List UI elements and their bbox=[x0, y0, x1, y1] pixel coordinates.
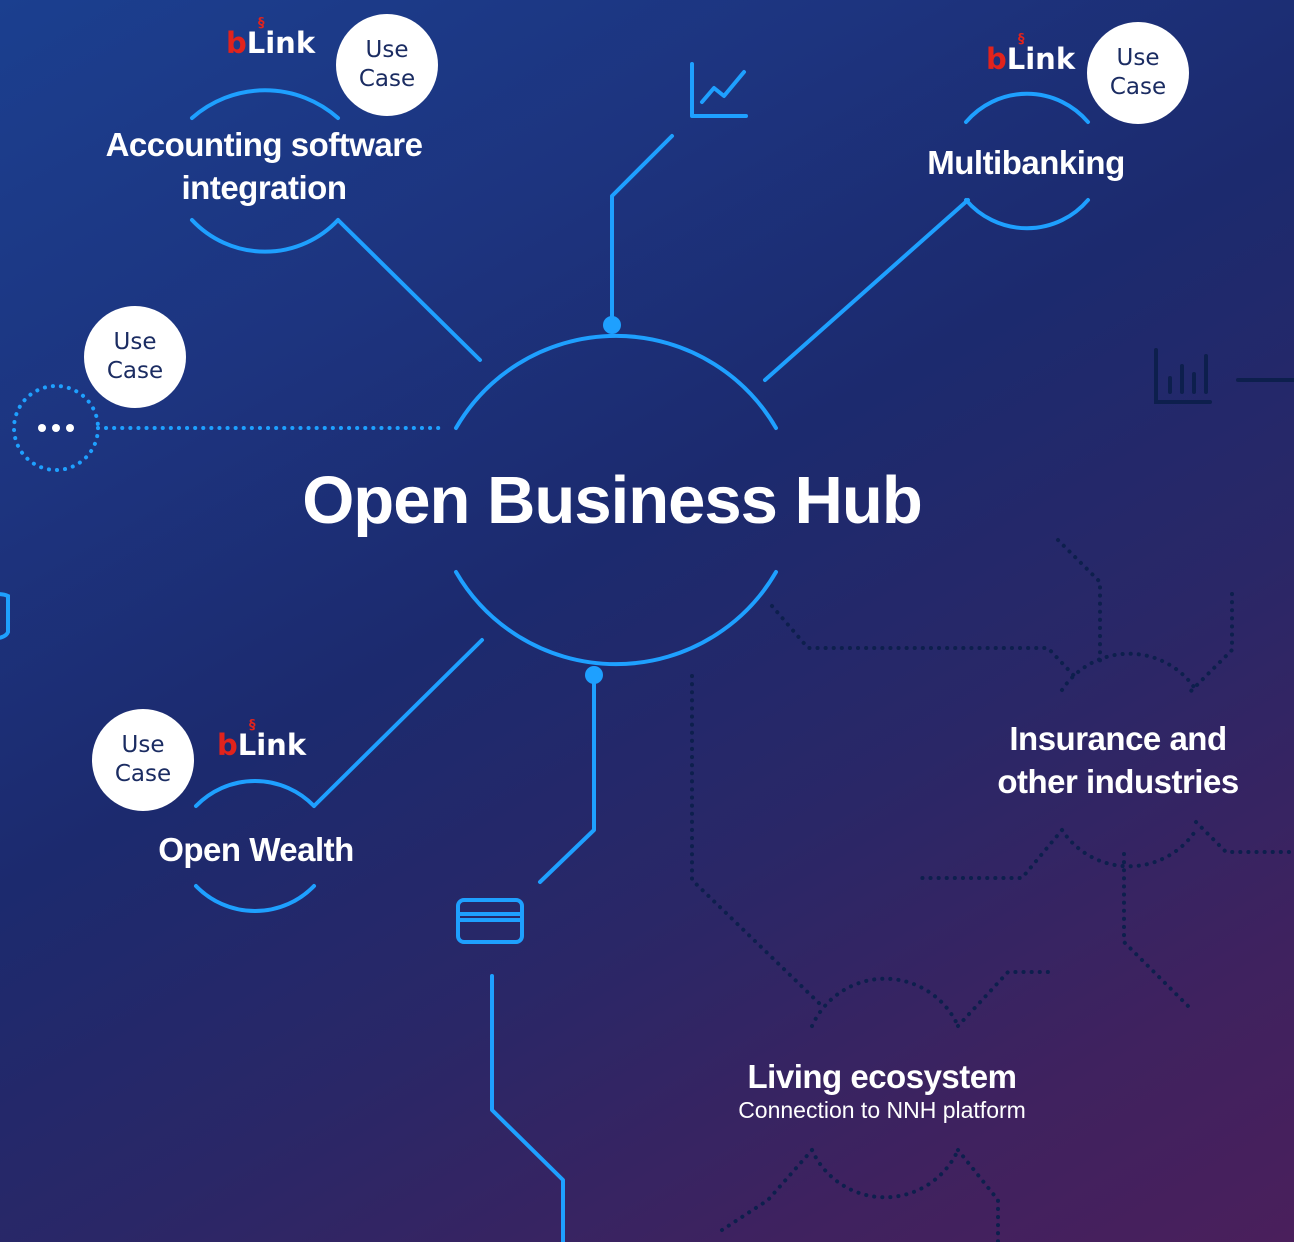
connector-accounting bbox=[336, 218, 482, 362]
multibanking-title: Multibanking bbox=[927, 144, 1125, 181]
connector-chart bbox=[610, 134, 674, 326]
open-wealth-top-arc bbox=[194, 778, 316, 808]
hub-top-arc bbox=[454, 333, 778, 430]
multibanking-bottom-arc bbox=[964, 198, 1090, 231]
blink-logo: bLink § bbox=[217, 718, 307, 762]
credit-card-icon bbox=[456, 898, 524, 944]
use-case-badge: Use Case bbox=[1087, 22, 1189, 124]
use-case-badge: Use Case bbox=[336, 14, 438, 116]
connector-multibanking bbox=[763, 198, 970, 382]
trending-chart-icon bbox=[690, 62, 748, 118]
connector-bottom bbox=[490, 974, 565, 1242]
insurance-title: Insurance and other industries bbox=[997, 720, 1239, 800]
connector-open-wealth bbox=[312, 638, 484, 808]
hub-bottom-arc bbox=[454, 570, 778, 667]
bar-chart-icon bbox=[1154, 348, 1294, 404]
blink-logo: bLink § bbox=[226, 16, 316, 60]
accounting-bottom-arc bbox=[190, 218, 340, 254]
ecosystem-title: Living ecosystem bbox=[747, 1058, 1017, 1095]
more-node bbox=[12, 384, 444, 472]
ecosystem-network bbox=[690, 538, 1292, 1242]
connector-card bbox=[538, 674, 596, 884]
ecosystem-subtitle: Connection to NNH platform bbox=[738, 1097, 1026, 1123]
blink-logo: bLink § bbox=[986, 32, 1076, 76]
open-wealth-title: Open Wealth bbox=[158, 831, 354, 868]
hub-top-dot bbox=[603, 316, 621, 334]
open-wealth-bottom-arc bbox=[194, 884, 316, 914]
use-case-badge: Use Case bbox=[84, 306, 186, 408]
database-icon bbox=[0, 592, 10, 640]
multibanking-top-arc bbox=[964, 91, 1090, 124]
hub-title: Open Business Hub bbox=[302, 463, 923, 538]
more-dots-icon bbox=[38, 424, 74, 432]
accounting-top-arc bbox=[190, 88, 340, 120]
use-case-badge: Use Case bbox=[92, 709, 194, 811]
accounting-title: Accounting software integration bbox=[105, 126, 423, 206]
hub-bottom-dot bbox=[585, 666, 603, 684]
